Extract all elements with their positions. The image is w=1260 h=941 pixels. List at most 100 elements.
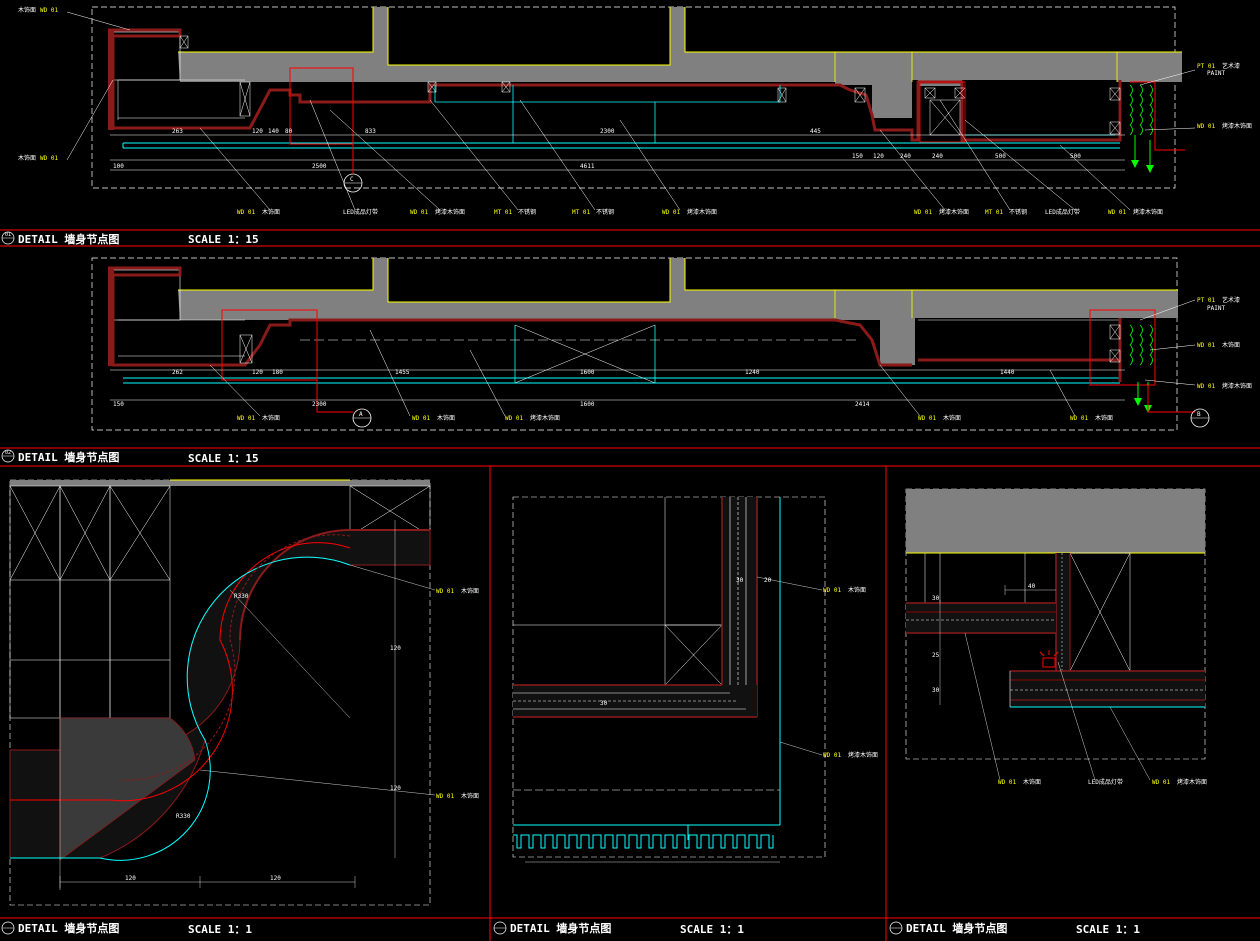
p2-note-1: 木饰面 (262, 414, 280, 422)
p1-code-1: WD 01 (237, 209, 255, 216)
p4-code-2: WD 01 (823, 752, 841, 759)
p2-paint-en: PAINT (1207, 305, 1225, 312)
p5-title-block: DETAIL 墙身节点图 SCALE 1：1 (889, 921, 1140, 936)
p3-dims: 120 120 120 120 R330 R330 (125, 593, 401, 882)
svg-text:30: 30 (600, 700, 608, 707)
panel-1: C 木饰面 WD 01 木饰面 WD 01 WD 01 木饰面 LED成品灯带 … (18, 6, 1252, 216)
panel-4: WD 01 木饰面 WD 01 烤漆木饰面 30 20 30 (512, 496, 878, 863)
p5-note-1: 木饰面 (1023, 778, 1041, 786)
p2-dims: 262 120 180 1455 1600 1240 1440 150 2300… (113, 369, 1015, 408)
svg-text:25: 25 (932, 652, 940, 659)
p1-notes: 木饰面 WD 01 木饰面 WD 01 WD 01 木饰面 LED成品灯带 WD… (18, 6, 1252, 216)
p3-title-block: DETAIL 墙身节点图 SCALE 1：1 (1, 921, 252, 936)
svg-text:1600: 1600 (580, 369, 595, 376)
p5-scale: SCALE 1：1 (1076, 923, 1140, 936)
svg-text:2500: 2500 (312, 163, 327, 170)
p2-frame (91, 257, 1178, 431)
p1-note-3: 不锈钢 (518, 208, 536, 216)
p2-concrete (178, 258, 1178, 365)
p1-note-8: 烤漆木饰面 (1133, 208, 1163, 216)
p2-section-b: B (1197, 411, 1201, 418)
p4-title: DETAIL 墙身节点图 (510, 921, 611, 935)
p5-note-led: LED成品灯带 (1088, 778, 1123, 786)
p1-number: 01 (5, 232, 11, 238)
svg-text:120: 120 (270, 875, 281, 882)
p1-note-wood-tl: 木饰面 (18, 6, 36, 14)
svg-text:1440: 1440 (1000, 369, 1015, 376)
p2-code-4: WD 01 (918, 415, 936, 422)
p1-note-r: 烤漆木饰面 (1222, 122, 1252, 130)
p1-code-tl: WD 01 (40, 7, 58, 14)
p1-note-wood-bl: 木饰面 (18, 154, 36, 162)
p2-code-pt: PT 01 (1197, 297, 1215, 304)
p1-note-1: 木饰面 (262, 208, 280, 216)
p1-note-led: LED成品灯带 (343, 208, 378, 216)
p2-note-4: 木饰面 (943, 414, 961, 422)
p2-code-1: WD 01 (237, 415, 255, 422)
p1-title-block: 01 DETAIL 墙身节点图 SCALE 1：15 (1, 231, 259, 246)
svg-text:140: 140 (268, 128, 279, 135)
p2-section-a: A (359, 411, 363, 418)
p1-code-pt: PT 01 (1197, 63, 1215, 70)
svg-text:120: 120 (252, 369, 263, 376)
svg-text:262: 262 (172, 369, 183, 376)
svg-text:120: 120 (252, 128, 263, 135)
p4-note-2: 烤漆木饰面 (848, 751, 878, 759)
p1-wood-line (108, 28, 1122, 142)
svg-text:R330: R330 (234, 593, 249, 600)
svg-text:4611: 4611 (580, 163, 595, 170)
p2-code-5: WD 01 (1070, 415, 1088, 422)
svg-text:1455: 1455 (395, 369, 410, 376)
p1-note-2: 烤漆木饰面 (435, 208, 465, 216)
p3-note-2: 木饰面 (461, 792, 479, 800)
svg-text:1240: 1240 (745, 369, 760, 376)
svg-text:833: 833 (365, 128, 376, 135)
svg-text:30: 30 (736, 577, 744, 584)
svg-text:R330: R330 (176, 813, 191, 820)
panel-5: WD 01 木饰面 LED成品灯带 WD 01 烤漆木饰面 40 30 25 3… (905, 488, 1207, 786)
svg-text:240: 240 (932, 153, 943, 160)
svg-text:240: 240 (900, 153, 911, 160)
p2-note-paint: 艺术漆 (1222, 296, 1240, 304)
p5-notes: WD 01 木饰面 LED成品灯带 WD 01 烤漆木饰面 (998, 778, 1207, 786)
p1-scale: SCALE 1：15 (188, 233, 259, 246)
p1-code-2: WD 01 (410, 209, 428, 216)
p1-code-4: MT 01 (572, 209, 590, 216)
p1-note-4: 不锈钢 (596, 208, 614, 216)
svg-text:30: 30 (932, 595, 940, 602)
p3-code-2: WD 01 (436, 793, 454, 800)
p1-code-8: WD 01 (1108, 209, 1126, 216)
p1-code-r: WD 01 (1197, 123, 1215, 130)
svg-text:20: 20 (764, 577, 772, 584)
p2-note-7: 烤漆木饰面 (1222, 382, 1252, 390)
p2-code-7: WD 01 (1197, 383, 1215, 390)
svg-text:120: 120 (390, 645, 401, 652)
p1-note-paint: 艺术漆 (1222, 62, 1240, 70)
p2-code-3: WD 01 (505, 415, 523, 422)
p1-code-bl: WD 01 (40, 155, 58, 162)
p2-note-3: 烤漆木饰面 (530, 414, 560, 422)
p2-note-5: 木饰面 (1095, 414, 1113, 422)
p1-section-c: C (350, 176, 354, 183)
svg-text:263: 263 (172, 128, 183, 135)
p3-code-1: WD 01 (436, 588, 454, 595)
svg-text:2414: 2414 (855, 401, 870, 408)
p1-concrete (178, 7, 1182, 118)
p4-scale: SCALE 1：1 (680, 923, 744, 936)
p1-dims: 263 120 140 80 833 2300 445 150 120 240 … (113, 128, 1081, 170)
p1-code-3: MT 01 (494, 209, 512, 216)
svg-text:2300: 2300 (312, 401, 327, 408)
p5-led-icon (1039, 650, 1059, 668)
p5-code-2: WD 01 (1152, 779, 1170, 786)
p2-scale: SCALE 1：15 (188, 452, 259, 465)
p3-note-1: 木饰面 (461, 587, 479, 595)
p1-code-5: WD 01 (662, 209, 680, 216)
svg-text:80: 80 (285, 128, 293, 135)
p4-dims: 30 20 30 (600, 577, 772, 707)
p1-note-7: 不锈钢 (1009, 208, 1027, 216)
panel-3: WD 01 木饰面 WD 01 木饰面 120 120 120 120 R330… (9, 479, 479, 906)
p1-note-6: 烤漆木饰面 (939, 208, 969, 216)
p1-note-5: 烤漆木饰面 (687, 208, 717, 216)
p2-title-block: 02 DETAIL 墙身节点图 SCALE 1：15 (1, 449, 259, 465)
